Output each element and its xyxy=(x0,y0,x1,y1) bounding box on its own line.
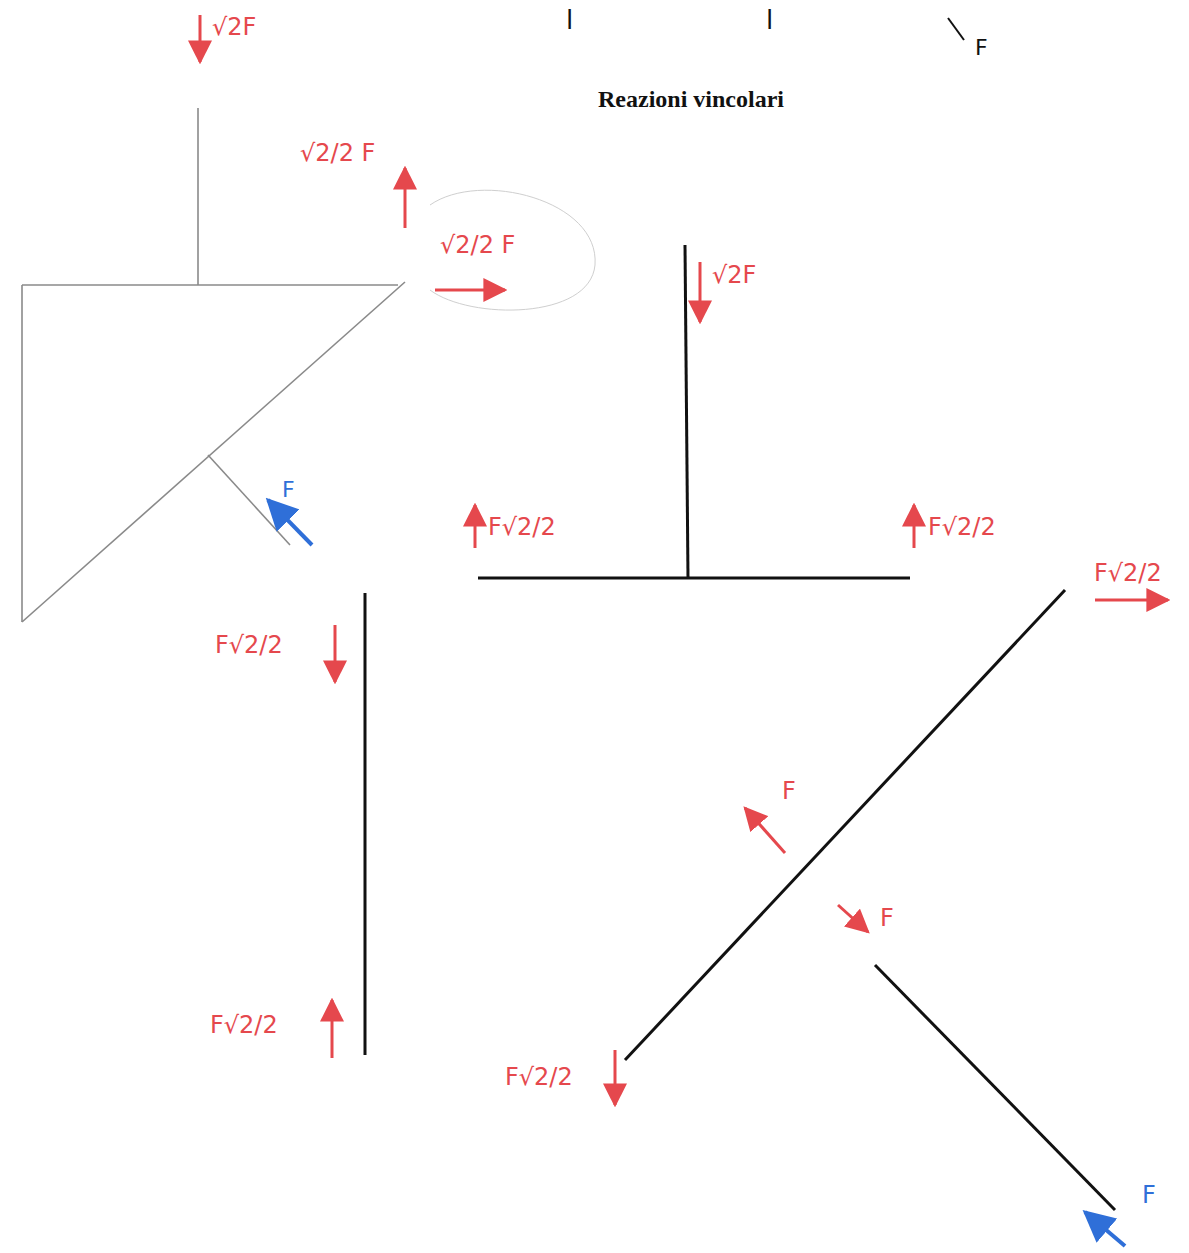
vertical-bar xyxy=(364,593,367,1055)
force-value: F√2/2 xyxy=(505,1064,573,1090)
force-arrow xyxy=(838,905,868,932)
force-value: F√2/2 xyxy=(215,632,283,658)
force-value: √2/2 F xyxy=(300,140,375,166)
diagram-title: Reazioni vincolari xyxy=(598,86,784,113)
load-name: F xyxy=(282,478,295,502)
arm-bar xyxy=(875,965,1115,1210)
frame-sketch xyxy=(22,108,595,622)
force-arrow xyxy=(435,289,505,292)
force-arrow xyxy=(1095,599,1168,602)
force-arrow xyxy=(474,505,477,548)
force-name: F xyxy=(782,778,796,804)
force-value: √2F xyxy=(212,14,256,40)
force-line xyxy=(948,18,964,40)
length-mark: l xyxy=(566,6,573,35)
force-value: √2F xyxy=(712,262,756,288)
length-mark: l xyxy=(766,6,773,35)
diagonal-bar xyxy=(625,590,1065,1060)
force-arrow xyxy=(699,262,702,322)
force-value: F√2/2 xyxy=(488,514,556,540)
force-arrow xyxy=(334,625,337,682)
force-arrow xyxy=(745,808,785,853)
force-arrow xyxy=(199,15,202,62)
force-value: F√2/2 xyxy=(1094,560,1162,586)
force-value: F√2/2 xyxy=(928,514,996,540)
load-arrow xyxy=(1085,1212,1125,1246)
force-value: √2/2 F xyxy=(440,232,515,258)
force-name: F xyxy=(975,36,988,60)
force-arrow xyxy=(614,1050,617,1105)
t-beam xyxy=(478,245,910,578)
force-arrow xyxy=(913,505,916,548)
force-arrow xyxy=(404,168,407,228)
force-name: F xyxy=(880,905,894,931)
load-arrow xyxy=(268,500,312,545)
force-arrow xyxy=(331,1000,334,1058)
force-value: F√2/2 xyxy=(210,1012,278,1038)
load-name: F xyxy=(1142,1182,1156,1208)
